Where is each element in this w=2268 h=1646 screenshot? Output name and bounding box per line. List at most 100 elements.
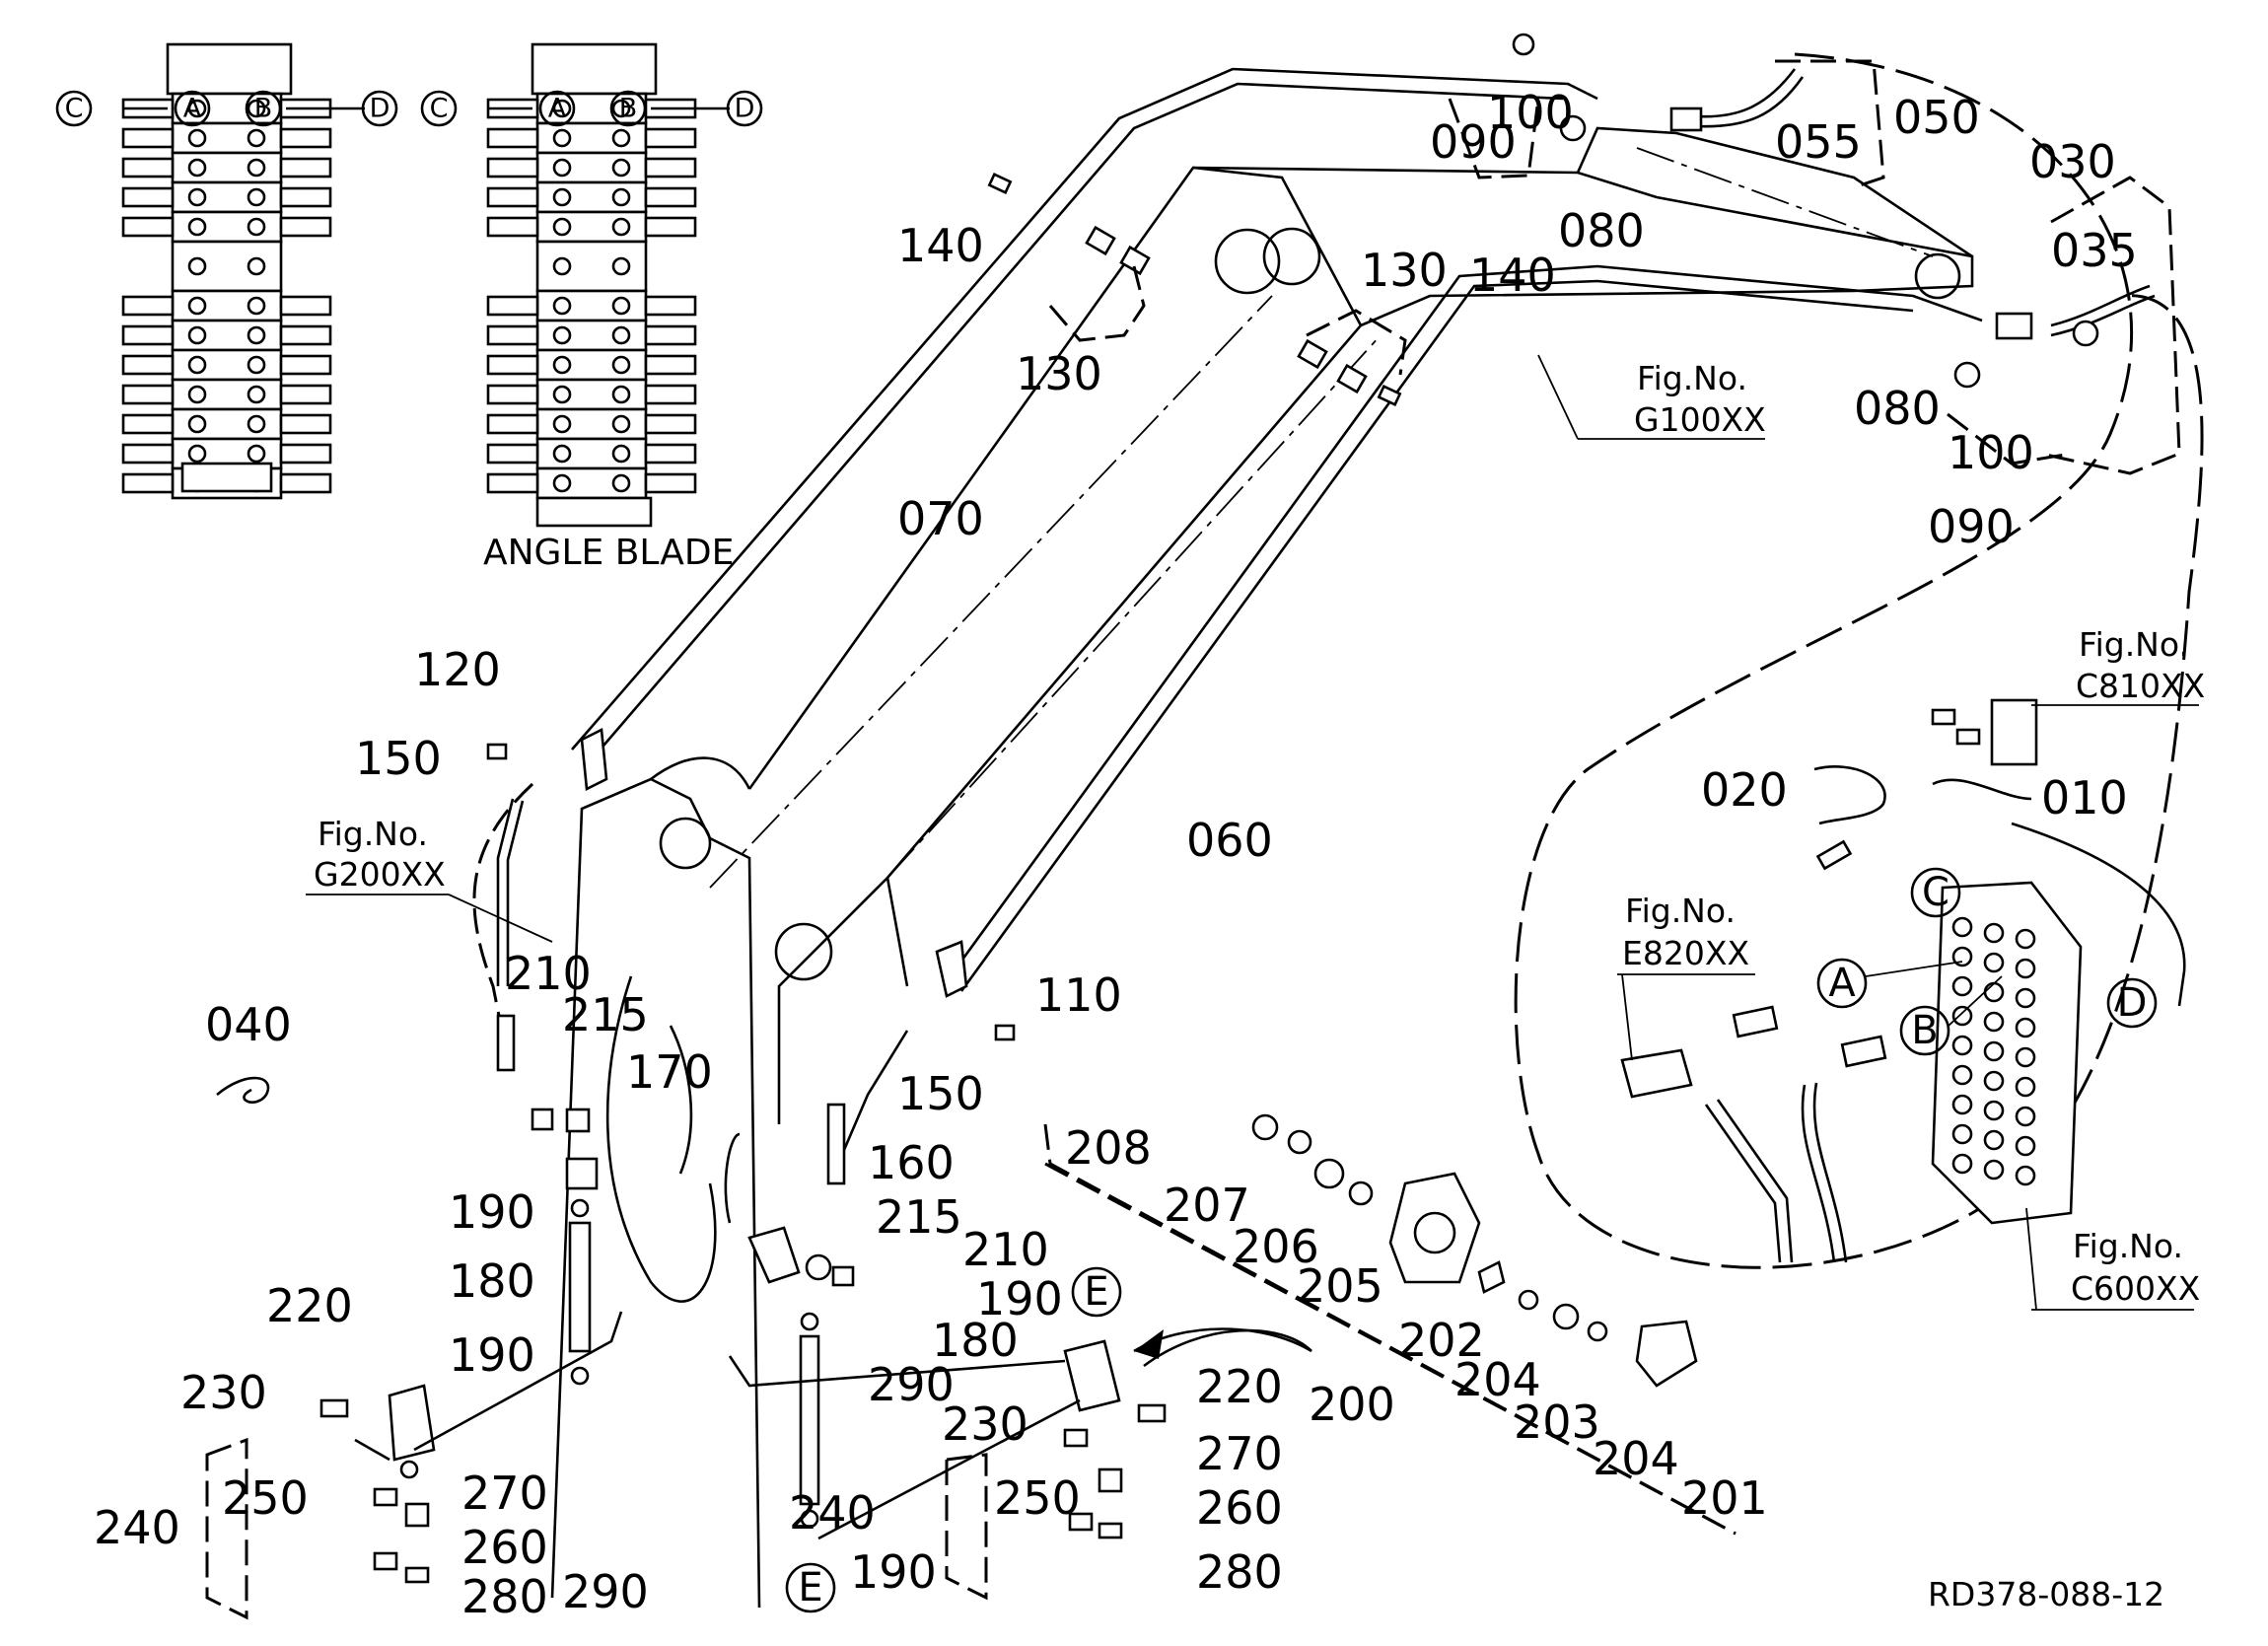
part-label-100: 100 — [1487, 86, 1574, 139]
svg-text:B: B — [619, 94, 638, 124]
group-bracket-240-right — [945, 1453, 988, 1601]
part-label-240: 240 — [94, 1501, 180, 1554]
part-label-280b: 280 — [1196, 1545, 1283, 1599]
port-callout-d: D — [2106, 977, 2158, 1029]
part-label-202: 202 — [1398, 1314, 1485, 1367]
part-label-200: 200 — [1309, 1378, 1395, 1431]
svg-text:C600XX: C600XX — [2071, 1269, 2200, 1308]
part-label-203: 203 — [1514, 1396, 1600, 1449]
valve-view-standard: C A B D — [55, 42, 398, 500]
part-label-060: 060 — [1186, 814, 1273, 867]
hose-route-loop — [1514, 52, 2204, 1269]
part-label-130: 130 — [1016, 347, 1102, 400]
fig-ref-g200[interactable]: Fig.No. G200XX — [306, 815, 553, 943]
part-label-270: 270 — [461, 1467, 548, 1520]
svg-text:B: B — [254, 94, 273, 124]
part-label-240b: 240 — [789, 1486, 876, 1539]
valve-view-angle-blade: C A B D ANGLE BLADE — [420, 42, 763, 573]
pilot-line-020 — [1813, 765, 1886, 871]
svg-text:A: A — [183, 94, 202, 124]
valve-port-c: C — [420, 90, 458, 127]
part-label-120: 120 — [414, 643, 501, 696]
part-label-100b: 100 — [1948, 426, 2034, 479]
svg-text:E820XX: E820XX — [1622, 934, 1749, 972]
rotation-arrow-head — [1134, 1329, 1164, 1359]
part-label-280: 280 — [461, 1570, 548, 1623]
part-label-260b: 260 — [1196, 1481, 1283, 1535]
part-label-220: 220 — [266, 1279, 353, 1332]
part-label-204b: 204 — [1593, 1432, 1679, 1485]
svg-text:E: E — [798, 1565, 822, 1610]
valve-port-b: B — [609, 90, 647, 127]
svg-text:C: C — [65, 94, 84, 124]
pilot-line-010 — [1932, 778, 2186, 1007]
svg-text:Fig.No.: Fig.No. — [1625, 892, 1736, 930]
part-label-208: 208 — [1065, 1121, 1152, 1175]
block-e820 — [1620, 1005, 1887, 1263]
port-callout-b: B — [1899, 975, 2003, 1056]
part-label-190b: 190 — [449, 1328, 535, 1382]
part-label-050: 050 — [1893, 91, 1980, 144]
part-label-020: 020 — [1701, 763, 1788, 817]
drawing-id: RD378-088-12 — [1928, 1575, 2164, 1613]
hose-route-left — [472, 782, 534, 1037]
hose-050 — [1669, 68, 1805, 132]
part-label-180: 180 — [449, 1254, 535, 1308]
part-label-220b: 220 — [1196, 1360, 1283, 1413]
valve-block-right — [728, 1328, 1312, 1540]
part-label-204: 204 — [1454, 1353, 1541, 1406]
part-label-010: 010 — [2041, 771, 2128, 824]
valve-c810 — [1931, 698, 2038, 766]
svg-text:D: D — [2117, 980, 2148, 1026]
svg-text:C: C — [430, 94, 449, 124]
pipe-060 — [945, 264, 1983, 992]
svg-text:A: A — [1828, 961, 1856, 1006]
svg-text:Fig.No.: Fig.No. — [2079, 625, 2189, 664]
port-callout-c: C — [1910, 867, 1961, 918]
part-label-055: 055 — [1775, 115, 1862, 169]
fig-ref-c810[interactable]: Fig.No. C810XX — [2031, 625, 2205, 706]
valve-port-a: A — [538, 90, 576, 127]
fig-ref-g100[interactable]: Fig.No. G100XX — [1537, 354, 1766, 440]
pipe-070 — [571, 67, 1598, 760]
part-label-035: 035 — [2051, 224, 2138, 277]
part-label-250b: 250 — [994, 1471, 1081, 1525]
part-label-040: 040 — [205, 998, 292, 1051]
svg-text:G200XX: G200XX — [314, 855, 446, 894]
valve-block-left — [319, 1311, 623, 1584]
svg-text:C: C — [1922, 870, 1949, 915]
part-label-030: 030 — [2029, 135, 2116, 188]
tie-040 — [216, 1076, 270, 1104]
part-labels: 090 100 080 055 050 030 035 080 100 090 … — [94, 86, 2138, 1623]
angle-blade-caption: ANGLE BLADE — [483, 533, 734, 573]
part-label-201: 201 — [1681, 1471, 1768, 1525]
part-label-190c: 190 — [976, 1272, 1063, 1325]
hose-035 — [1995, 284, 2156, 340]
group-bracket-200 — [1043, 1123, 1736, 1536]
part-label-140: 140 — [897, 219, 984, 272]
clamp-group-top — [987, 33, 2099, 406]
part-label-140b: 140 — [1469, 249, 1556, 302]
part-label-215b: 215 — [876, 1190, 962, 1244]
valve-port-d: D — [726, 90, 763, 127]
group-bracket-050 — [1448, 59, 1885, 189]
part-label-210b: 210 — [962, 1223, 1049, 1276]
part-label-230: 230 — [180, 1366, 267, 1419]
valve-port-b: B — [245, 90, 282, 127]
group-bracket-130 — [1048, 265, 1407, 376]
part-label-190: 190 — [449, 1185, 535, 1239]
part-label-206: 206 — [1233, 1220, 1319, 1273]
part-label-180b: 180 — [932, 1314, 1019, 1367]
bracket-group-low — [486, 727, 1016, 1185]
part-label-205: 205 — [1297, 1259, 1383, 1313]
part-label-190d: 190 — [850, 1545, 937, 1599]
fig-ref-e820[interactable]: Fig.No. E820XX — [1617, 892, 1755, 1061]
fig-ref-c600[interactable]: Fig.No. C600XX — [2025, 1207, 2200, 1311]
part-label-250: 250 — [222, 1471, 309, 1525]
svg-text:B: B — [1911, 1008, 1938, 1053]
svg-text:A: A — [548, 94, 567, 124]
part-label-160: 160 — [868, 1136, 955, 1189]
port-callout-e-bottom: E — [785, 1562, 836, 1613]
group-bracket-030 — [1947, 176, 2181, 475]
